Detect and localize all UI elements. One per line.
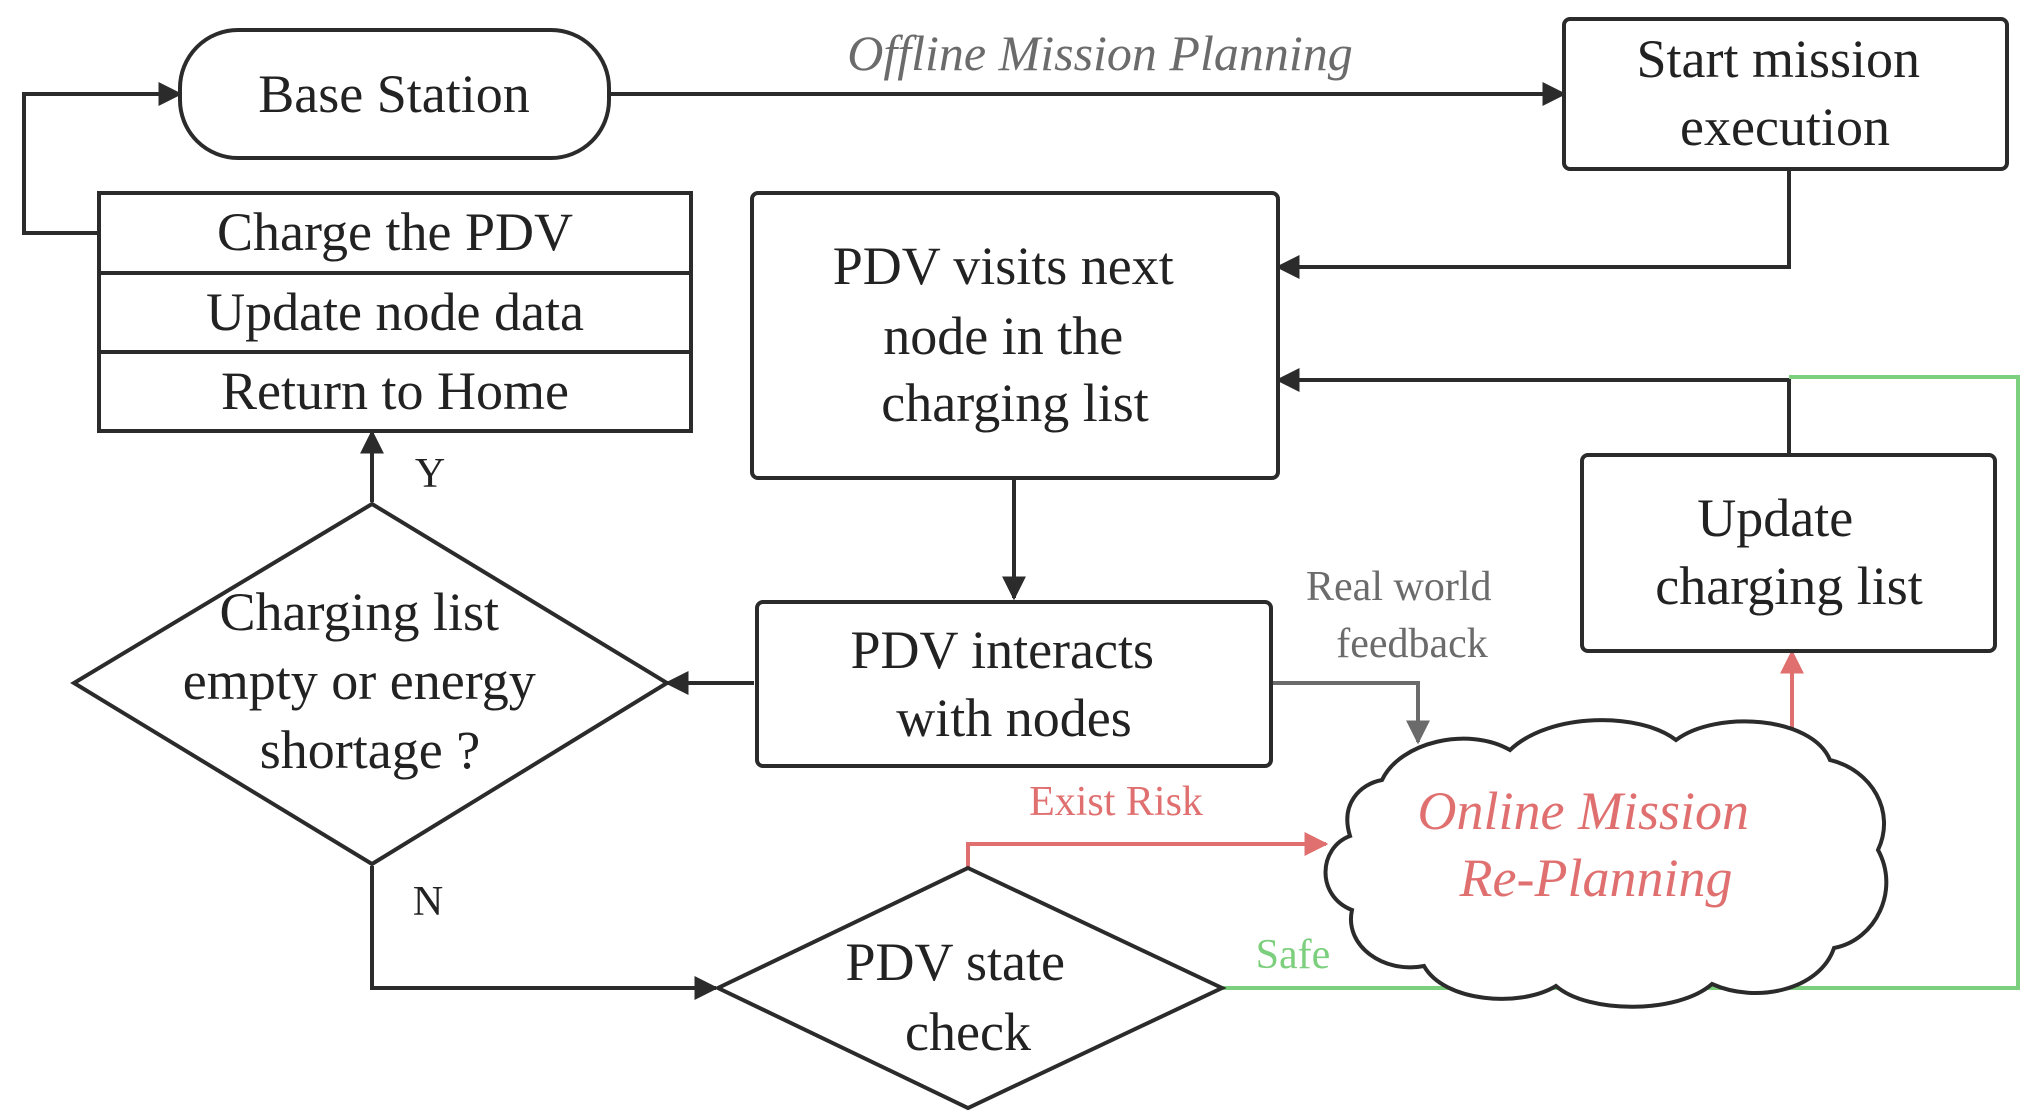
decision-label: Charging list empty or energy shortage ?: [183, 582, 549, 780]
edge-real-world-feedback: [1271, 681, 1430, 745]
interacts-label: PDV interacts with nodes: [851, 620, 1168, 748]
exist-risk-label: Exist Risk: [1029, 779, 1203, 825]
edge-decision-no: [370, 866, 719, 1000]
start-mission-label: Start mission execution: [1636, 29, 1933, 157]
edge-update-to-visit: [1275, 368, 1791, 453]
return-home-label: Return to Home: [221, 361, 569, 421]
visit-next-node-label: PDV visits next node in the charging lis…: [833, 236, 1188, 433]
base-station-node: [178, 28, 611, 160]
decision-diamond: [70, 501, 671, 867]
online-replanning-label: Online Mission Re-Planning: [1418, 781, 1763, 908]
charge-pdv-label: Charge the PDV: [217, 202, 573, 262]
yes-label: Y: [415, 451, 445, 497]
offline-planning-label: Offline Mission Planning: [847, 25, 1353, 81]
state-check-label: PDV state check: [845, 932, 1078, 1062]
online-replanning-cloud: [1323, 718, 1889, 1009]
edge-exist-risk: [966, 832, 1329, 868]
safe-label: Safe: [1256, 932, 1331, 978]
start-mission-node: [1562, 17, 2009, 171]
no-label: N: [413, 879, 443, 925]
interacts-node: [755, 600, 1273, 768]
state-check-diamond: [713, 865, 1227, 1111]
edge-start-to-visit: [1275, 169, 1791, 279]
edge-charge-to-base: [22, 82, 183, 235]
real-world-feedback-label: Real world feedback: [1306, 564, 1502, 667]
update-charging-list-node: [1580, 453, 1997, 653]
update-charging-list-label: Update charging list: [1655, 488, 1922, 616]
visit-next-node: [750, 191, 1280, 480]
update-node-data-label: Update node data: [206, 282, 584, 342]
base-station-label: Base Station: [258, 64, 529, 124]
return-home-stack: Charge the PDV Update node data Return t…: [97, 191, 693, 433]
